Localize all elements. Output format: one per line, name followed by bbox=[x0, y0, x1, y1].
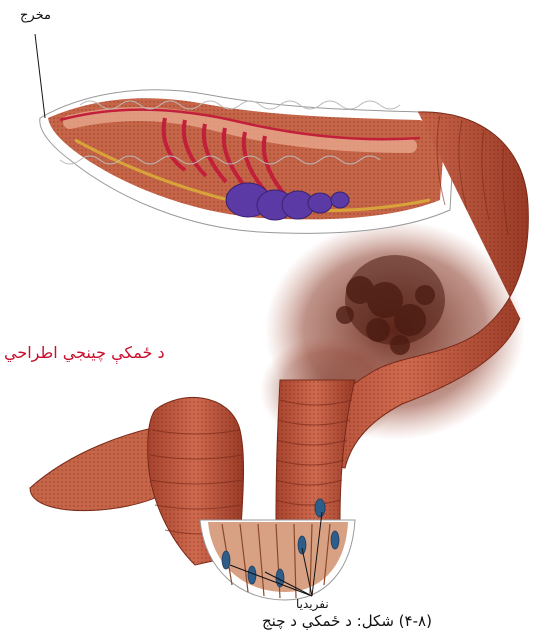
dissected-anterior-section bbox=[40, 90, 455, 234]
nephridia-label: نفریدیا bbox=[296, 597, 329, 611]
excretory-system-label: د ځمکې چينجي اطراحي bbox=[4, 343, 165, 362]
figure-caption: (۴-۸) شکل: د ځمکې د چنج bbox=[262, 612, 432, 630]
outlet-label: مخرج bbox=[20, 8, 51, 23]
